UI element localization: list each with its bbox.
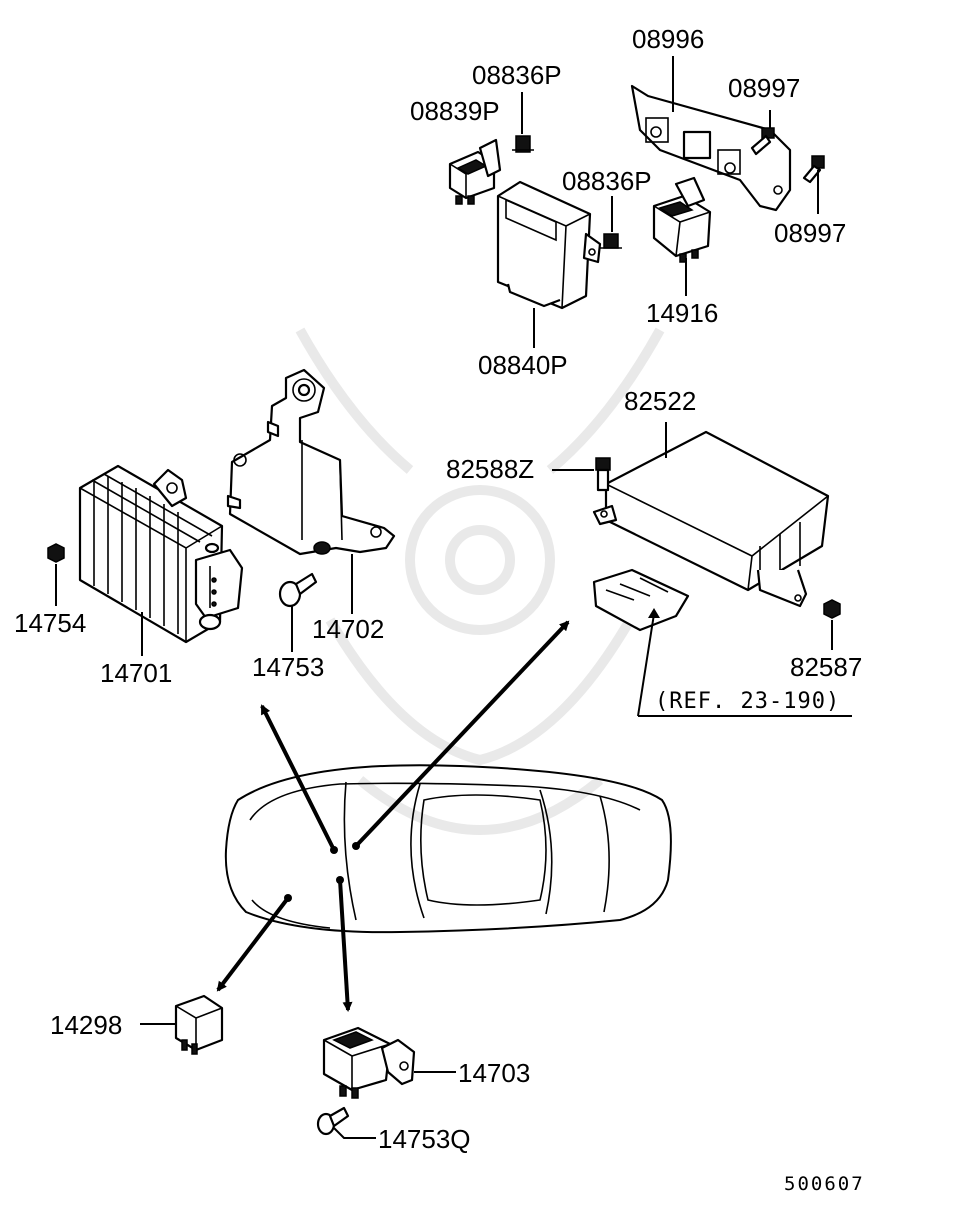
label-14701: 14701 <box>100 658 172 688</box>
arrow-to-14298 <box>216 896 290 992</box>
label-14702: 14702 <box>312 614 384 644</box>
screw-82588z <box>595 457 611 492</box>
control-unit-08840p <box>496 180 602 310</box>
relay-14703 <box>322 1026 416 1099</box>
watermark-emblem <box>295 327 665 835</box>
arrow-to-82522 <box>354 620 570 848</box>
label-82522: 82522 <box>624 386 696 416</box>
screw-08997-top <box>750 127 775 156</box>
nut-14754 <box>47 543 65 563</box>
label-ref: (REF. 23-190) <box>655 689 840 714</box>
arrow-to-14701 <box>260 704 336 851</box>
label-14298: 14298 <box>50 1010 122 1040</box>
label-14754: 14754 <box>14 608 86 638</box>
bolt-14753 <box>278 572 318 608</box>
reference-bracket <box>592 568 690 632</box>
label-82588z: 82588Z <box>446 454 534 484</box>
relay-14298 <box>174 994 224 1055</box>
relay-08839p <box>448 138 502 205</box>
nut-82587 <box>823 599 841 619</box>
label-08997-top: 08997 <box>728 73 800 103</box>
diagram-code: 500607 <box>784 1173 865 1195</box>
bolt-14753q <box>316 1106 350 1136</box>
label-08996: 08996 <box>632 24 704 54</box>
screw-08997-bottom <box>802 155 825 184</box>
relay-14916 <box>652 176 712 263</box>
label-08840p: 08840P <box>478 350 568 380</box>
label-14753q: 14753Q <box>378 1124 471 1154</box>
screw-08836p-top <box>512 135 534 153</box>
control-unit-82522 <box>592 430 830 608</box>
label-08836p-top: 08836P <box>472 60 562 90</box>
label-08997-bottom: 08997 <box>774 218 846 248</box>
label-08836p-mid: 08836P <box>562 166 652 196</box>
label-08839p: 08839P <box>410 96 500 126</box>
arrow-to-14703 <box>338 879 353 1012</box>
car-outline <box>224 764 672 934</box>
label-14703: 14703 <box>458 1058 530 1088</box>
screw-08836p-mid <box>600 233 622 249</box>
bracket-14702 <box>226 368 396 556</box>
label-14916: 14916 <box>646 298 718 328</box>
label-82587: 82587 <box>790 652 862 682</box>
label-14753: 14753 <box>252 652 324 682</box>
module-14701 <box>78 464 244 644</box>
bracket-08996 <box>630 84 792 212</box>
